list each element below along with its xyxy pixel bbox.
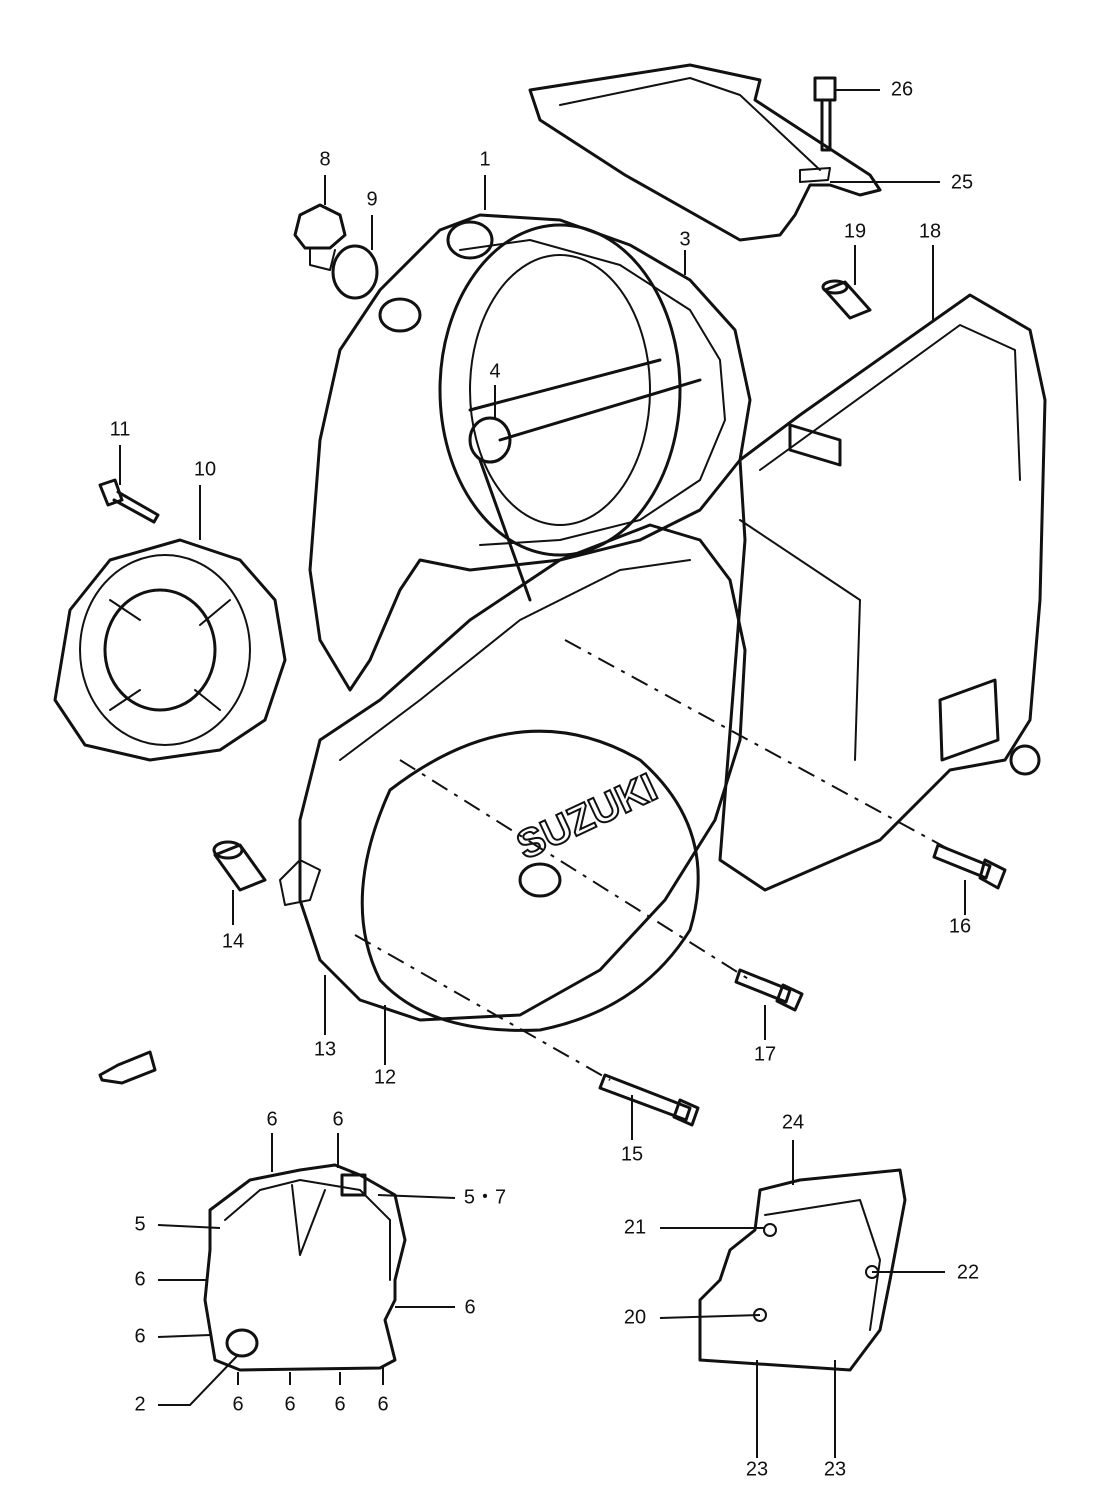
label-26: 26 bbox=[891, 78, 913, 100]
part-16-bolt bbox=[932, 843, 1007, 890]
part-26-bolt bbox=[813, 76, 837, 152]
label-6-right: 6 bbox=[464, 1296, 475, 1318]
part-labels: 1 3 4 8 9 10 11 19 18 26 25 14 13 12 16 … bbox=[110, 78, 980, 1480]
label-21: 21 bbox=[624, 1216, 646, 1238]
label-16: 16 bbox=[949, 915, 971, 937]
label-19: 19 bbox=[844, 220, 866, 242]
label-8: 8 bbox=[319, 148, 330, 170]
label-23-left: 23 bbox=[746, 1458, 768, 1480]
label-12: 12 bbox=[374, 1066, 396, 1088]
gasket-detail-sprocket-cover bbox=[698, 1168, 907, 1372]
part-15-bolt bbox=[598, 1073, 700, 1127]
label-22: 22 bbox=[957, 1261, 979, 1283]
part-19-dowel-pin bbox=[821, 279, 872, 320]
part-8-oil-filler-cap bbox=[293, 203, 347, 271]
label-5-7: 5・7 bbox=[464, 1186, 506, 1208]
label-10: 10 bbox=[194, 458, 216, 480]
part-12-clutch-cover: SUZUKI bbox=[298, 523, 747, 1032]
part-18-sprocket-cover bbox=[718, 293, 1047, 892]
label-15: 15 bbox=[621, 1143, 643, 1165]
leader-lines bbox=[119, 89, 966, 1458]
label-4: 4 bbox=[489, 360, 500, 382]
label-6-bottom-3: 6 bbox=[334, 1393, 345, 1415]
part-1-crankcase-cover bbox=[308, 213, 752, 692]
label-17: 17 bbox=[754, 1043, 776, 1065]
label-1: 1 bbox=[479, 148, 490, 170]
part-14-dowel-pin bbox=[212, 840, 267, 892]
label-3: 3 bbox=[679, 228, 690, 250]
label-11: 11 bbox=[110, 418, 131, 440]
label-14: 14 bbox=[222, 930, 244, 952]
label-20: 20 bbox=[624, 1306, 646, 1328]
alignment-line-16 bbox=[564, 639, 951, 851]
part-9-o-ring bbox=[331, 244, 379, 300]
gasket-detail-clutch-cover bbox=[203, 1163, 407, 1372]
part-13-clutch-cover-gasket bbox=[279, 859, 321, 906]
label-24: 24 bbox=[782, 1111, 804, 1133]
label-2: 2 bbox=[134, 1393, 145, 1415]
label-6-left-lower: 6 bbox=[134, 1325, 145, 1347]
label-5: 5 bbox=[134, 1213, 145, 1235]
label-6-left-upper: 6 bbox=[134, 1268, 145, 1290]
label-6-bottom-4: 6 bbox=[377, 1393, 388, 1415]
label-23-right: 23 bbox=[824, 1458, 846, 1480]
label-18: 18 bbox=[919, 220, 941, 242]
label-6-top-right: 6 bbox=[332, 1108, 343, 1130]
label-6-bottom-1: 6 bbox=[232, 1393, 243, 1415]
front-direction-arrow-icon bbox=[98, 1050, 157, 1085]
part-25-top-cover bbox=[528, 63, 882, 242]
label-6-top-left: 6 bbox=[266, 1108, 277, 1130]
alignment-line-17 bbox=[399, 759, 751, 981]
part-10-rotor-guard bbox=[53, 538, 287, 762]
label-13: 13 bbox=[314, 1038, 336, 1060]
part-17-bolt bbox=[734, 968, 804, 1012]
label-6-bottom-2: 6 bbox=[284, 1393, 295, 1415]
suzuki-logo: SUZUKI bbox=[510, 765, 664, 868]
label-9: 9 bbox=[366, 188, 377, 210]
label-25: 25 bbox=[951, 171, 973, 193]
alignment-line-15 bbox=[354, 934, 611, 1081]
part-11-bolt bbox=[98, 478, 160, 524]
